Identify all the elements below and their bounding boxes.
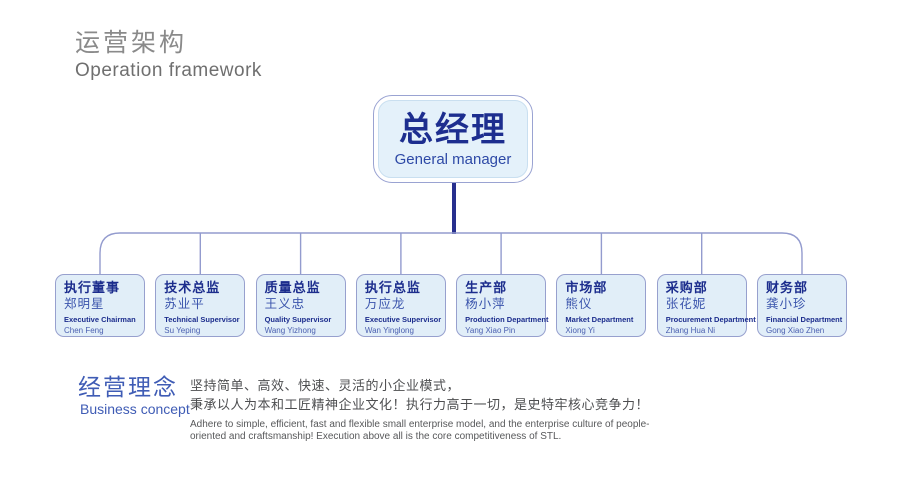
dept-title-cn: 财务部 bbox=[765, 280, 808, 295]
org-connector-lines bbox=[99, 183, 803, 274]
department-card-financial: 财务部 龚小珍 Financial Department Gong Xiao Z… bbox=[756, 274, 847, 337]
org-root-node-inner: 总经理 General manager bbox=[378, 100, 528, 178]
department-card-executive-chairman: 执行董事 郑明星 Executive Chairman Chen Feng bbox=[55, 274, 145, 337]
dept-name-en: Yang Xiao Pin bbox=[465, 326, 516, 335]
page-title: 运营架构 bbox=[75, 29, 188, 57]
business-concept-text-cn: 坚持简单、高效、快速、灵活的小企业模式， 秉承以人为本和工匠精神企业文化！执行力… bbox=[190, 376, 649, 414]
dept-title-en: Financial Department bbox=[765, 315, 843, 324]
dept-title-en: Market Department bbox=[565, 315, 634, 324]
dept-title-cn: 生产部 bbox=[465, 280, 508, 295]
dept-title-cn: 执行总监 bbox=[364, 280, 421, 295]
dept-name-cn: 苏业平 bbox=[164, 297, 205, 311]
department-row: 执行董事 郑明星 Executive Chairman Chen Feng 技术… bbox=[55, 274, 847, 337]
dept-name-cn: 熊仪 bbox=[565, 297, 593, 311]
dept-title-cn: 采购部 bbox=[665, 280, 708, 295]
dept-title-en: Technical Supervisor bbox=[164, 315, 240, 324]
dept-name-en: Xiong Yi bbox=[565, 326, 595, 335]
root-title-en: General manager bbox=[394, 150, 512, 168]
department-card-market: 市场部 熊仪 Market Department Xiong Yi bbox=[556, 274, 647, 337]
department-card-quality-supervisor: 质量总监 王义忠 Quality Supervisor Wang Yizhong bbox=[255, 274, 346, 337]
dept-name-cn: 张花妮 bbox=[665, 297, 707, 311]
branch-lines bbox=[99, 232, 803, 274]
department-card-technical-supervisor: 技术总监 苏业平 Technical Supervisor Su Yeping bbox=[155, 274, 246, 337]
dept-name-en: Wang Yizhong bbox=[264, 326, 316, 335]
dept-name-en: Su Yeping bbox=[164, 326, 201, 335]
business-concept-title-cn: 经营理念 bbox=[78, 374, 178, 400]
concept-line-1: 坚持简单、高效、快速、灵活的小企业模式， bbox=[190, 378, 461, 393]
dept-name-en: Wan Yinglong bbox=[364, 326, 414, 335]
dept-name-cn: 王义忠 bbox=[264, 297, 306, 311]
dept-name-en: Gong Xiao Zhen bbox=[765, 326, 825, 335]
dept-name-cn: 杨小萍 bbox=[465, 297, 506, 311]
dept-name-en: Chen Feng bbox=[64, 326, 104, 335]
department-card-production: 生产部 杨小萍 Production Department Yang Xiao … bbox=[456, 274, 549, 337]
business-concept-heading: 经营理念 Business concept bbox=[78, 374, 190, 417]
dept-title-en: Executive Chairman bbox=[64, 315, 136, 324]
business-concept-title-en: Business concept bbox=[80, 401, 190, 417]
dept-title-en: Executive Supervisor bbox=[364, 315, 442, 324]
dept-title-en: Procurement Department bbox=[665, 315, 756, 324]
dept-name-cn: 龚小珍 bbox=[765, 297, 807, 311]
page-subtitle: Operation framework bbox=[75, 60, 262, 81]
page-header: 运营架构 Operation framework bbox=[75, 29, 262, 82]
dept-title-cn: 质量总监 bbox=[264, 280, 321, 295]
dept-name-en: Zhang Hua Ni bbox=[665, 326, 716, 335]
dept-title-cn: 技术总监 bbox=[164, 280, 221, 295]
dept-title-en: Production Department bbox=[465, 315, 549, 324]
business-concept-text-en: Adhere to simple, efficient, fast and fl… bbox=[190, 419, 650, 442]
dept-title-cn: 执行董事 bbox=[64, 280, 121, 295]
dept-title-cn: 市场部 bbox=[565, 280, 608, 295]
dept-name-cn: 郑明星 bbox=[64, 297, 105, 311]
department-card-executive-supervisor: 执行总监 万应龙 Executive Supervisor Wan Yinglo… bbox=[355, 274, 446, 337]
dept-title-en: Quality Supervisor bbox=[264, 315, 332, 324]
department-card-procurement: 采购部 张花妮 Procurement Department Zhang Hua… bbox=[656, 274, 756, 337]
root-title-cn: 总经理 bbox=[399, 110, 507, 149]
concept-line-2: 秉承以人为本和工匠精神企业文化！执行力高于一切，是史特牢核心竞争力！ bbox=[190, 397, 650, 412]
dept-name-cn: 万应龙 bbox=[364, 297, 406, 311]
org-root-node: 总经理 General manager bbox=[373, 95, 533, 183]
